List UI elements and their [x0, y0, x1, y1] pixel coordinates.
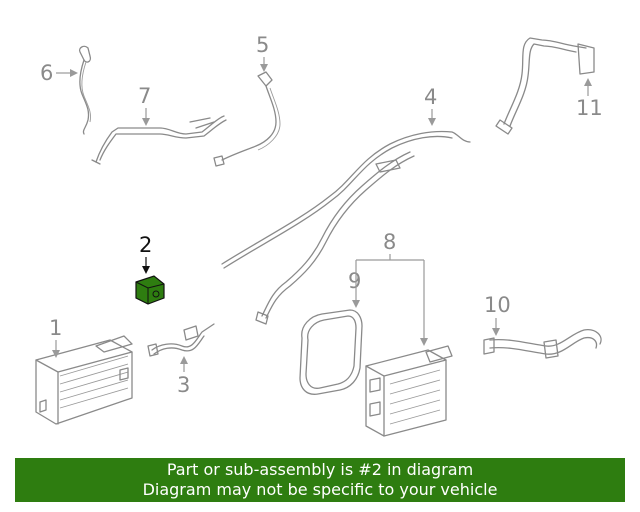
- callout-11-number: 11: [576, 96, 603, 120]
- part-8-module[interactable]: [365, 345, 453, 437]
- part-9-gasket[interactable]: [299, 309, 363, 395]
- part-3-tube[interactable]: [147, 323, 215, 357]
- callout-4-number: 4: [424, 85, 437, 109]
- part-1-canister[interactable]: [35, 335, 133, 425]
- parts-diagram: 6 7 5 4: [35, 33, 603, 437]
- callout-3-number: 3: [177, 373, 190, 397]
- callout-9: 9: [348, 269, 361, 293]
- callout-10: 10: [484, 293, 511, 336]
- info-banner: Part or sub-assembly is #2 in diagram Di…: [15, 458, 625, 502]
- callout-7-number: 7: [138, 84, 151, 108]
- callout-9-number: 9: [348, 269, 361, 293]
- callout-1: 1: [49, 316, 62, 358]
- callout-4: 4: [424, 85, 437, 126]
- callout-1-number: 1: [49, 316, 62, 340]
- part-2-purge-valve[interactable]: [135, 275, 165, 305]
- part-6-sensor[interactable]: [78, 45, 92, 135]
- callout-8-number: 8: [383, 230, 396, 254]
- banner-line-2: Diagram may not be specific to your vehi…: [142, 480, 498, 499]
- banner-line-1: Part or sub-assembly is #2 in diagram: [166, 460, 474, 479]
- part-11-hose[interactable]: [495, 37, 595, 135]
- callout-7: 7: [138, 84, 151, 126]
- callout-5: 5: [256, 33, 269, 72]
- callout-3: 3: [177, 356, 190, 397]
- callout-6-number: 6: [40, 61, 53, 85]
- callout-2: 2: [139, 233, 152, 274]
- part-10-hose[interactable]: [483, 329, 602, 359]
- callout-2-number: 2: [139, 233, 152, 257]
- part-7-tube[interactable]: [91, 115, 227, 165]
- callout-5-number: 5: [256, 33, 269, 57]
- callout-6: 6: [40, 61, 78, 85]
- part-5-sensor[interactable]: [213, 71, 281, 167]
- callout-8: 8: [352, 230, 428, 346]
- callout-10-number: 10: [484, 293, 511, 317]
- part-4-lines[interactable]: [221, 130, 471, 325]
- callout-11: 11: [576, 78, 603, 120]
